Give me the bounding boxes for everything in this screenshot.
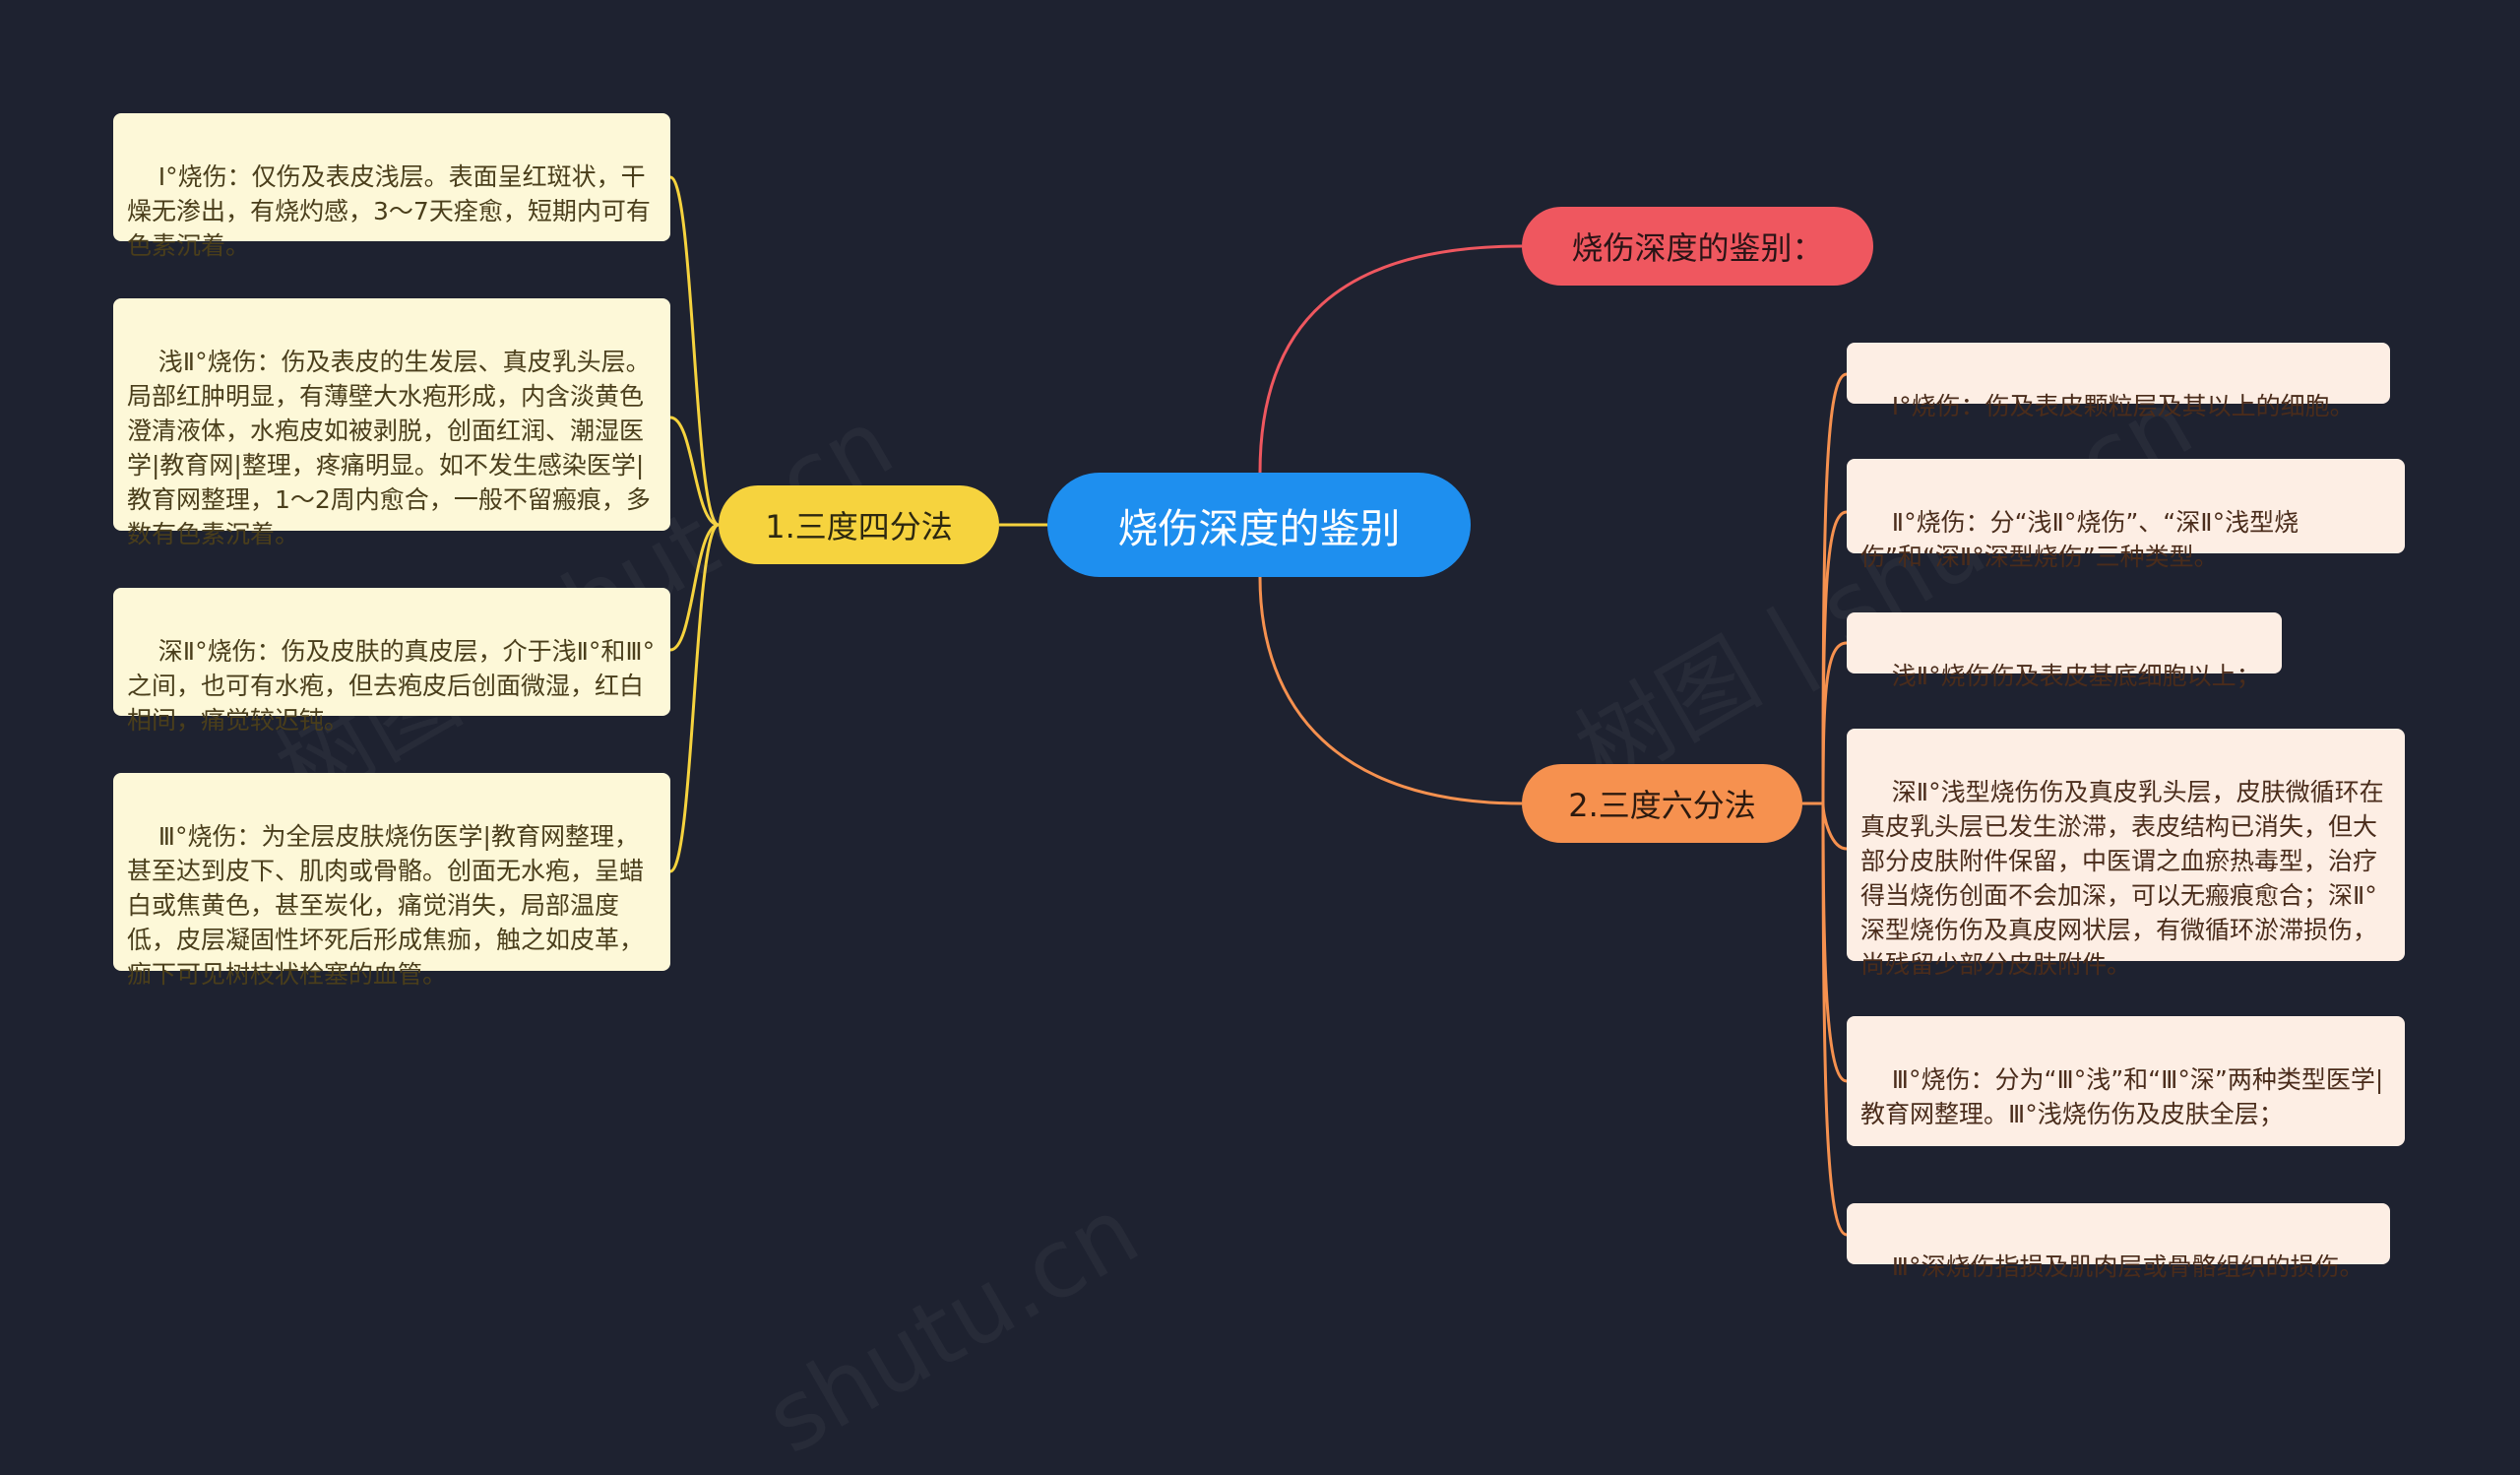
leaf-text: Ⅲ°烧伤：为全层皮肤烧伤医学|教育网整理，甚至达到皮下、肌肉或骨骼。创面无水疱，… (127, 822, 645, 989)
connector-lines (669, 175, 1848, 1237)
leaf-text: 深Ⅱ°浅型烧伤伤及真皮乳头层，皮肤微循环在真皮乳头层已发生淤滞，表皮结构已消失，… (1860, 778, 2384, 979)
branch-label: 烧伤深度的鉴别： (1571, 229, 1824, 267)
left-leaf-links (669, 175, 720, 873)
leaf-text: 深Ⅱ°烧伤：伤及皮肤的真皮层，介于浅Ⅱ°和Ⅲ°之间，也可有水疱，但去疱皮后创面微… (127, 637, 656, 735)
leaf-node-deep-degree-3-six[interactable]: Ⅲ°深烧伤指损及肌肉层或骨骼组织的损伤。 (1847, 1203, 2390, 1281)
central-topic-label: 烧伤深度的鉴别 (1117, 505, 1401, 552)
leaf-text: 浅Ⅱ°烧伤：伤及表皮的生发层、真皮乳头层。局部红肿明显，有薄壁大水疱形成，内含淡… (127, 348, 651, 548)
branch-label: 1.三度四分法 (765, 508, 953, 545)
branch-node-three-degree-six[interactable]: 2.三度六分法 (1522, 764, 1802, 843)
leaf-node-degree-1[interactable]: Ⅰ°烧伤：仅伤及表皮浅层。表面呈红斑状，干燥无渗出，有烧灼感，3～7天痊愈，短期… (113, 113, 670, 260)
link-central-top (1258, 244, 1523, 474)
leaf-text: Ⅲ°深烧伤指损及肌肉层或骨骼组织的损伤。 (1891, 1252, 2364, 1281)
leaf-node-superficial-degree-2-six[interactable]: 浅Ⅱ°烧伤伤及表皮基底细胞以上； (1847, 612, 2282, 690)
leaf-text: Ⅰ°烧伤：仅伤及表皮浅层。表面呈红斑状，干燥无渗出，有烧灼感，3～7天痊愈，短期… (127, 162, 651, 260)
right-leaf-links (1802, 372, 1848, 1237)
leaf-node-degree-2-six[interactable]: Ⅱ°烧伤：分“浅Ⅱ°烧伤”、“深Ⅱ°浅型烧伤”和“深Ⅱ°深型烧伤”三种类型。 (1847, 459, 2405, 571)
leaf-node-deep-degree-2[interactable]: 深Ⅱ°烧伤：伤及皮肤的真皮层，介于浅Ⅱ°和Ⅲ°之间，也可有水疱，但去疱皮后创面微… (113, 588, 670, 735)
leaf-text: Ⅲ°烧伤：分为“Ⅲ°浅”和“Ⅲ°深”两种类型医学|教育网整理。Ⅲ°浅烧伤伤及皮肤… (1860, 1065, 2384, 1128)
leaf-node-degree-3-six[interactable]: Ⅲ°烧伤：分为“Ⅲ°浅”和“Ⅲ°深”两种类型医学|教育网整理。Ⅲ°浅烧伤伤及皮肤… (1847, 1016, 2405, 1146)
leaf-node-superficial-degree-2[interactable]: 浅Ⅱ°烧伤：伤及表皮的生发层、真皮乳头层。局部红肿明显，有薄壁大水疱形成，内含淡… (113, 298, 670, 548)
mindmap-canvas: 树图 | shutu.cn 树图 | shutu.cn shutu.cn 烧伤深… (113, 113, 2405, 1281)
leaf-text: Ⅰ°烧伤：伤及表皮颗粒层及其以上的细胞。 (1891, 392, 2355, 420)
central-topic-node[interactable]: 烧伤深度的鉴别 (1047, 473, 1471, 577)
leaf-node-degree-1-six[interactable]: Ⅰ°烧伤：伤及表皮颗粒层及其以上的细胞。 (1847, 343, 2390, 420)
link-central-right (1258, 576, 1523, 805)
leaf-text: 浅Ⅱ°烧伤伤及表皮基底细胞以上； (1891, 662, 2261, 690)
leaf-node-deep-degree-2-six[interactable]: 深Ⅱ°浅型烧伤伤及真皮乳头层，皮肤微循环在真皮乳头层已发生淤滞，表皮结构已消失，… (1847, 729, 2405, 979)
branch-node-three-degree-four[interactable]: 1.三度四分法 (719, 485, 999, 564)
leaf-node-degree-3[interactable]: Ⅲ°烧伤：为全层皮肤烧伤医学|教育网整理，甚至达到皮下、肌肉或骨骼。创面无水疱，… (113, 773, 670, 989)
branch-label: 2.三度六分法 (1568, 787, 1756, 824)
leaf-text: Ⅱ°烧伤：分“浅Ⅱ°烧伤”、“深Ⅱ°浅型烧伤”和“深Ⅱ°深型烧伤”三种类型。 (1860, 508, 2300, 571)
branch-node-identification[interactable]: 烧伤深度的鉴别： (1522, 207, 1873, 286)
